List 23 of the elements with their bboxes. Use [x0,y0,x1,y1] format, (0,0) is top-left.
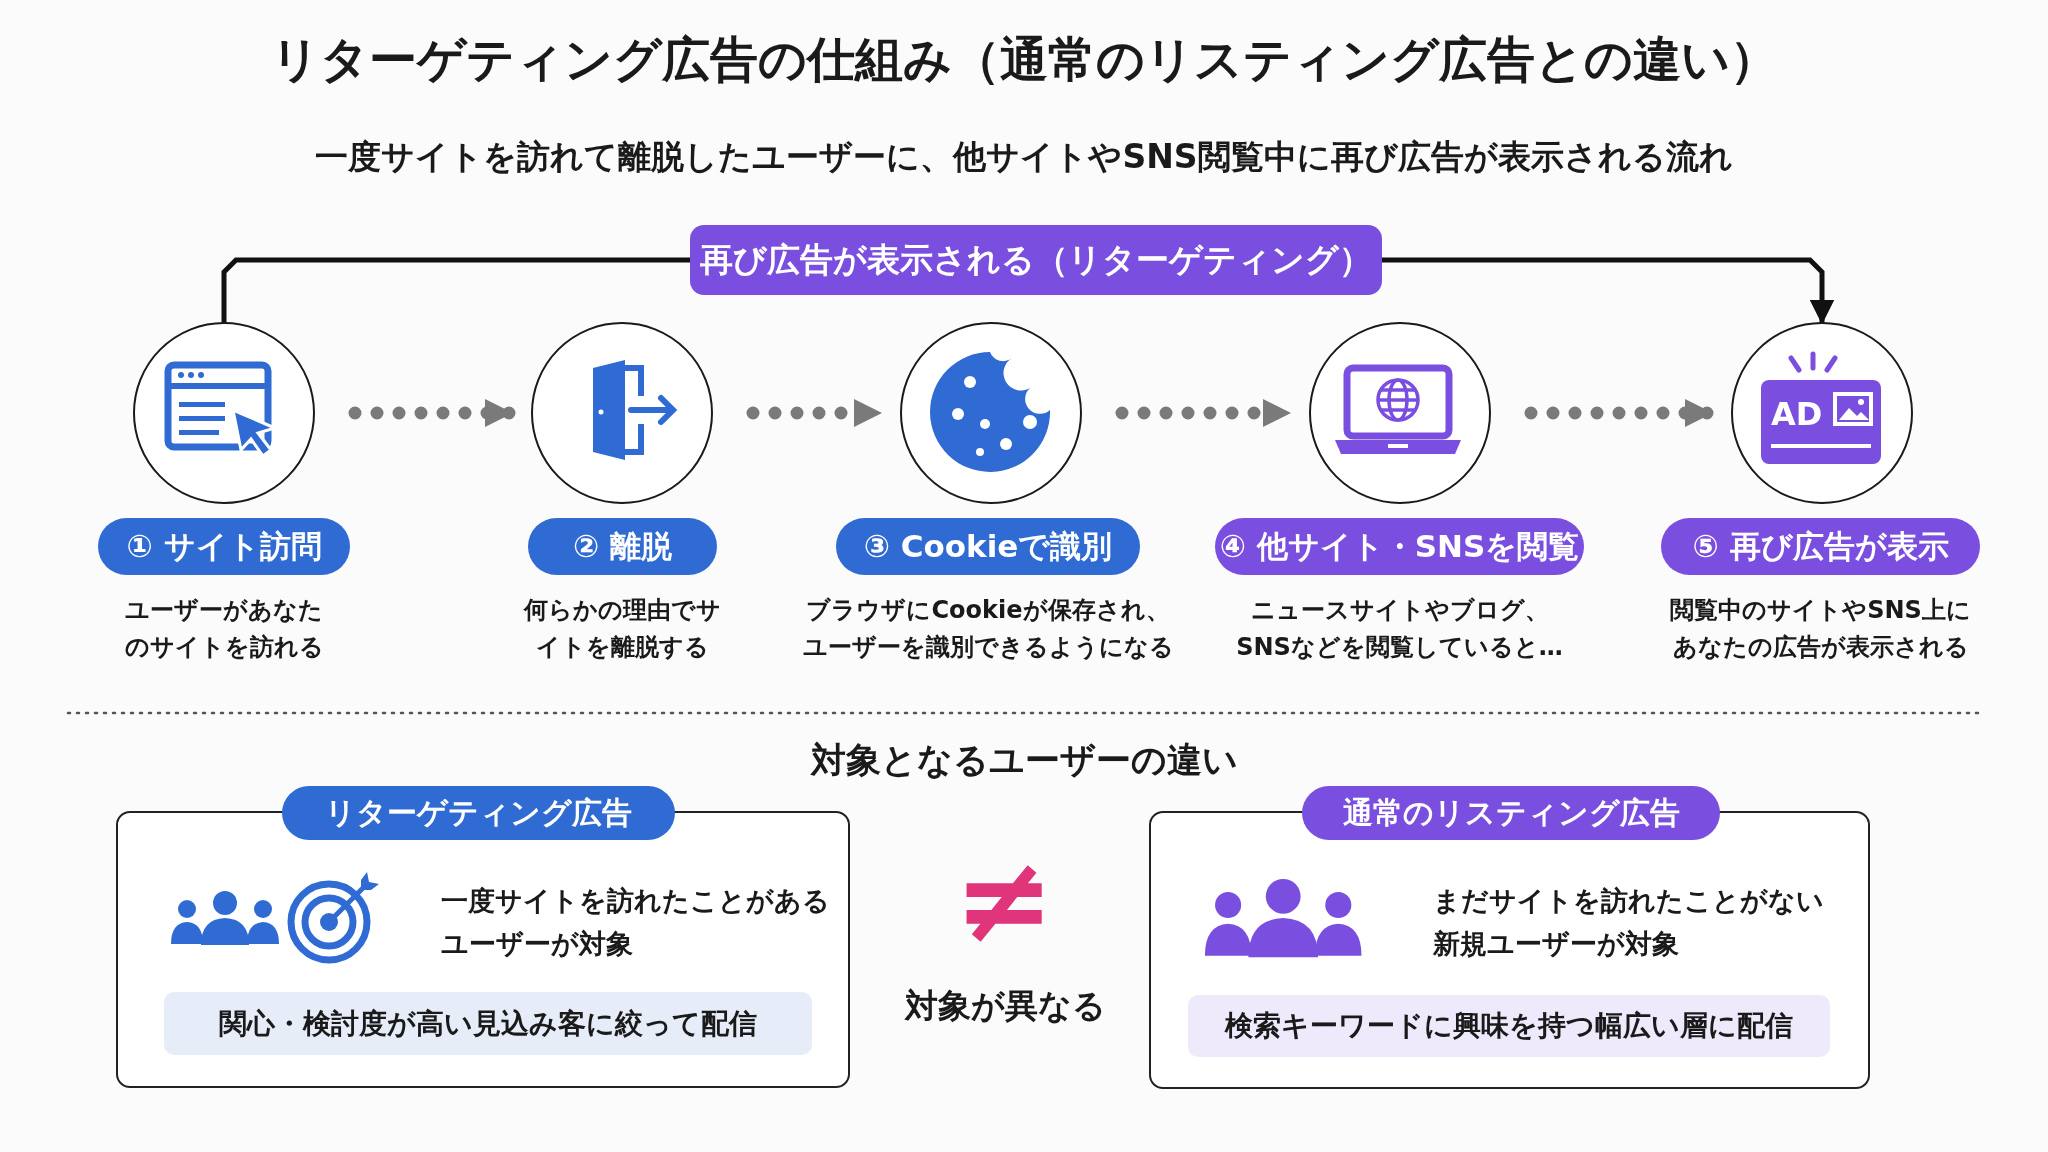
retargeting-banner: 再び広告が表示される（リターゲティング） [690,225,1382,295]
comparison-note: 対象が異なる [903,985,1107,1027]
section-heading: 対象となるユーザーの違い [809,739,1239,782]
step-description: ブラウザにCookieが保存され、ユーザーを識別できるようになる [801,595,1175,664]
step-label: ⑤ 再び広告が表示 [1661,518,1980,575]
highlight-box: 関心・検討度が高い見込み客に絞って配信 [164,992,812,1055]
card-header-tab: リターゲティング広告 [282,786,675,840]
highlight-box: 検索キーワードに興味を持つ幅広い層に配信 [1188,995,1830,1057]
step-label: ① サイト訪問 [98,518,350,575]
step-label: ③ Cookieで識別 [836,518,1140,575]
step-description: 閲覧中のサイトやSNS上にあなたの広告が表示される [1669,595,1972,664]
target-description: 一度サイトを訪れたことがあるユーザーが対象 [441,884,831,962]
step-label: ④ 他サイト・SNSを閲覧 [1215,518,1584,575]
step-description: ニュースサイトやブログ、SNSなどを閲覧していると… [1235,595,1564,664]
card-header-tab: 通常のリスティング広告 [1302,786,1720,840]
subtitle: 一度サイトを訪れて離脱したユーザーに、他サイトやSNS閲覧中に再び広告が表示される流れ [314,136,1734,178]
step-description: 何らかの理由でサイトを離脱する [522,595,722,664]
step-label: ② 離脱 [528,518,717,575]
target-description: まだサイトを訪れたことがない新規ユーザーが対象 [1433,884,1825,962]
ad-text: AD [1771,398,1823,430]
step-description: ユーザーがあなたのサイトを訪れる [123,595,325,664]
title: リターゲティング広告の仕組み（通常のリスティング広告との違い） [269,30,1779,89]
not-equal-sign: ≠ [952,840,1056,960]
